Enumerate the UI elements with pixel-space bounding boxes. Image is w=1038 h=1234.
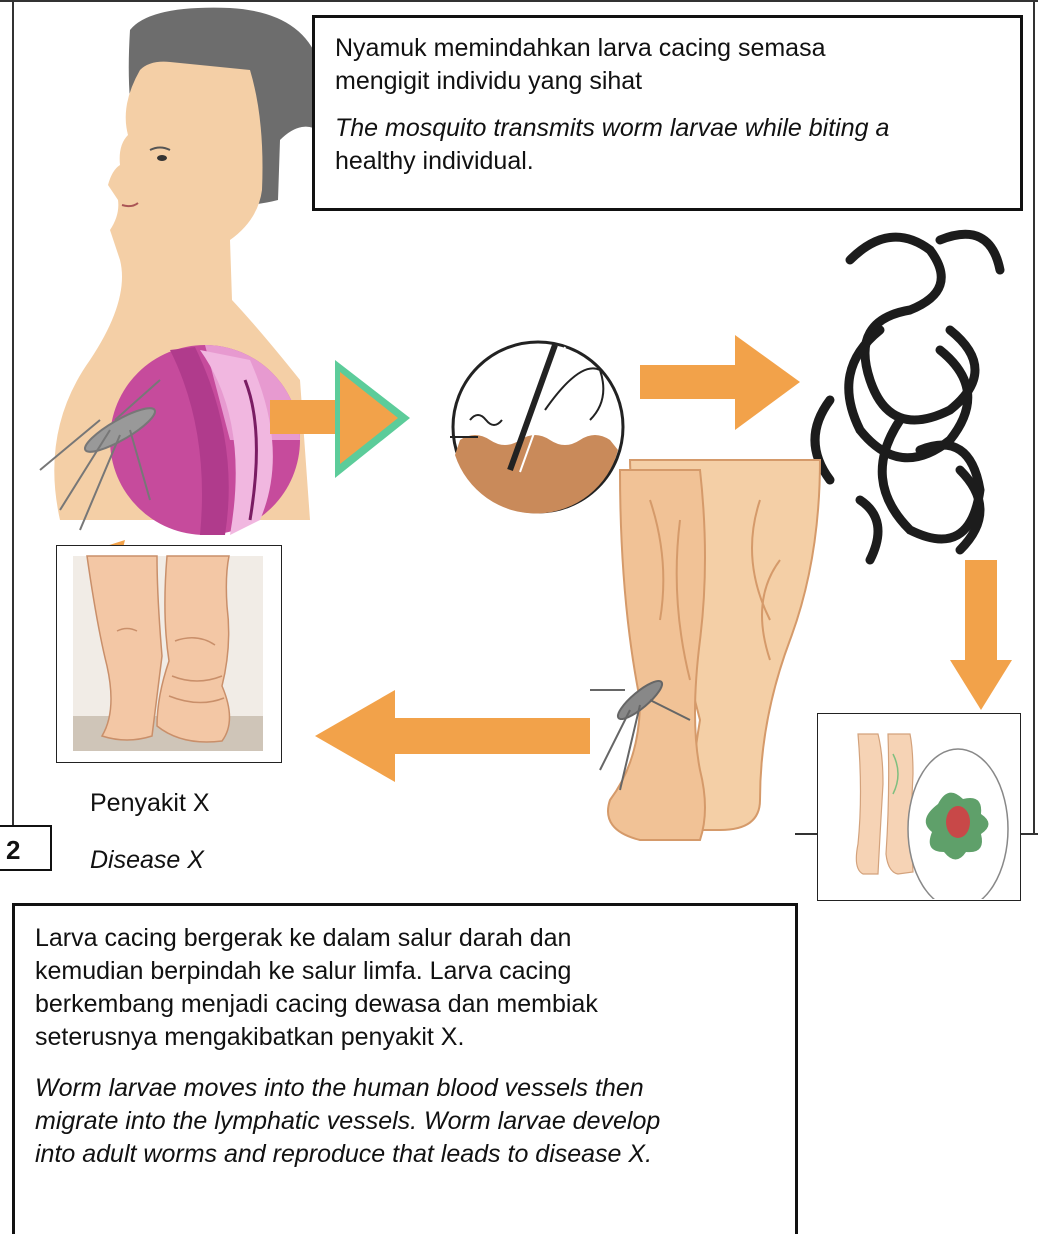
disease-caption-malay: Penyakit X [90,788,210,818]
malay-desc-line-2: kemudian berpindah ke salur limfa. Larva… [35,955,795,988]
english-desc-line-3: into adult worms and reproduce that lead… [35,1138,795,1171]
transmission-textbox: Nyamuk memindahkan larva cacing semasa m… [312,15,1023,211]
english-line-2: healthy individual [335,147,527,175]
disease-development-textbox: Larva cacing bergerak ke dalam salur dar… [12,903,798,1234]
english-period: . [527,147,534,175]
skin-tissue-zoom [110,345,300,535]
lymph-worm-image [818,714,1019,899]
question-number: 2 [0,825,52,871]
malay-desc-line-3: berkembang menjadi cacing dewasa dan mem… [35,988,795,1021]
english-desc-line-1: Worm larvae moves into the human blood v… [35,1072,795,1105]
disease-x-photo [56,545,282,763]
arrow-to-disease [315,690,590,782]
adult-worms-icon [815,234,1000,560]
english-line-1: The mosquito transmits worm larvae while… [335,112,1020,145]
skin-penetration-zoom [450,342,623,514]
disease-caption-english: Disease X [90,845,204,875]
arrow-to-worms [640,335,800,430]
legs-figure [608,460,820,840]
malay-line-2: mengigit individu yang sihat [335,65,1020,98]
lymphatic-photo [817,713,1021,901]
swollen-legs-image [57,546,280,761]
malay-desc-line-1: Larva cacing bergerak ke dalam salur dar… [35,922,795,955]
english-desc-line-2: migrate into the lymphatic vessels. Worm… [35,1105,795,1138]
malay-line-1: Nyamuk memindahkan larva cacing semasa [335,32,1020,65]
malay-desc-line-4: seterusnya mengakibatkan penyakit X. [35,1021,795,1054]
arrow-down-right [950,560,1012,710]
